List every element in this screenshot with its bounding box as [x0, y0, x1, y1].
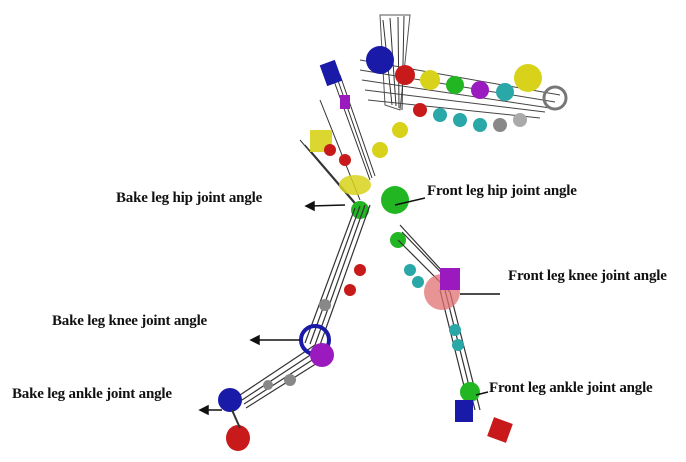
label-back-ankle: Bake leg ankle joint angle	[12, 386, 172, 403]
label-front-knee: Front leg knee joint angle	[508, 268, 667, 285]
label-back-hip: Bake leg hip joint angle	[116, 190, 262, 207]
arrow-back-hip	[310, 205, 345, 206]
label-front-hip: Front leg hip joint angle	[427, 183, 577, 200]
label-front-ankle: Front leg ankle joint angle	[489, 380, 653, 397]
label-back-knee: Bake leg knee joint angle	[52, 313, 207, 330]
